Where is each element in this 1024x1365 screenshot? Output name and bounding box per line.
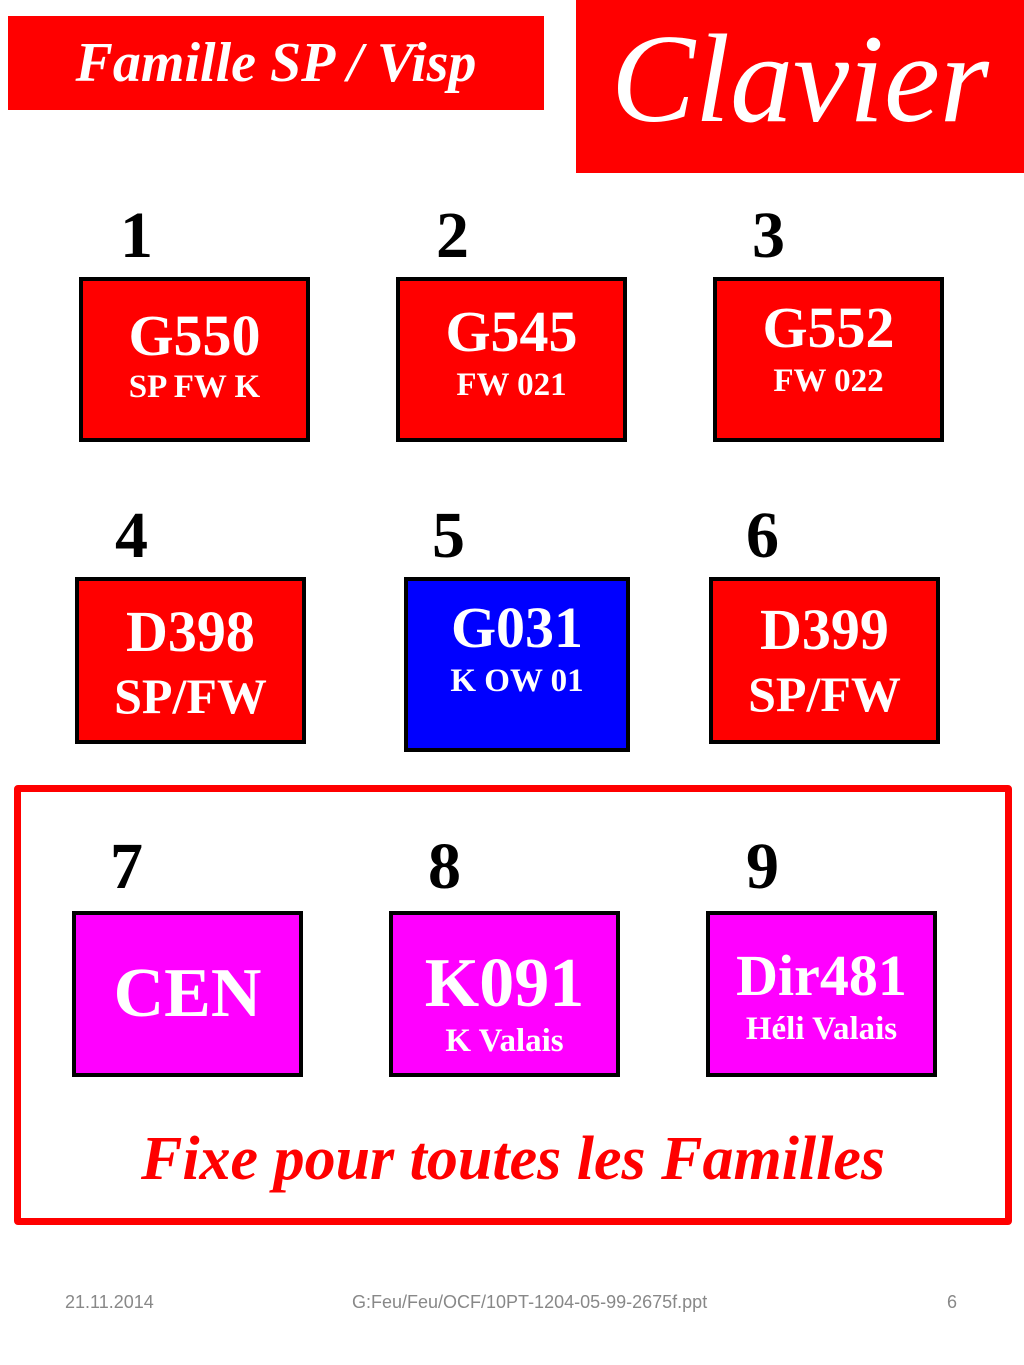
key-code: G031: [450, 595, 584, 660]
key-3-g552[interactable]: G552 FW 022: [713, 277, 944, 442]
key-code: D398: [126, 599, 255, 664]
key-number-9: 9: [746, 830, 779, 903]
footer-date: 21.11.2014: [65, 1292, 154, 1312]
key-1-g550[interactable]: G550 SP FW K: [79, 277, 310, 442]
key-sub: FW 021: [456, 367, 567, 403]
key-sub: SP/FW: [748, 666, 901, 722]
family-title-banner: Famille SP / Visp: [8, 16, 544, 110]
key-number-8: 8: [428, 830, 461, 903]
key-number-1: 1: [120, 199, 153, 272]
key-code: G550: [128, 303, 261, 368]
key-sub: K OW 01: [450, 663, 584, 699]
key-code: G545: [445, 299, 578, 364]
key-7-cen[interactable]: CEN: [72, 911, 303, 1077]
key-8-k091[interactable]: K091 K Valais: [389, 911, 620, 1077]
family-title: Famille SP / Visp: [75, 32, 477, 94]
key-number-7: 7: [110, 830, 143, 903]
key-code: G552: [762, 295, 895, 360]
key-9-dir481[interactable]: Dir481 Héli Valais: [706, 911, 937, 1077]
footer-page-number: 6: [947, 1292, 958, 1312]
key-code: D399: [760, 597, 889, 662]
keyboard-title-banner: Clavier: [576, 0, 1024, 173]
key-6-d399[interactable]: D399 SP/FW: [709, 577, 940, 744]
fixed-keys-frame: [14, 785, 1012, 1225]
key-code: CEN: [113, 955, 262, 1032]
fixed-caption: Fixe pour toutes les Familles: [140, 1125, 886, 1193]
key-sub: K Valais: [445, 1023, 564, 1059]
footer-path: G:Feu/Feu/OCF/10PT-1204-05-99-2675f.ppt: [352, 1292, 708, 1312]
key-number-4: 4: [115, 499, 148, 572]
key-sub: Héli Valais: [745, 1011, 898, 1047]
key-sub: SP/FW: [114, 668, 267, 724]
keyboard-title: Clavier: [611, 9, 989, 149]
key-number-2: 2: [436, 199, 469, 272]
key-sub: SP FW K: [128, 369, 261, 405]
key-number-3: 3: [752, 199, 785, 272]
key-number-5: 5: [432, 499, 465, 572]
key-2-g545[interactable]: G545 FW 021: [396, 277, 627, 442]
key-code: Dir481: [736, 943, 907, 1008]
key-4-d398[interactable]: D398 SP/FW: [75, 577, 306, 744]
key-code: K091: [424, 945, 585, 1022]
key-number-6: 6: [746, 499, 779, 572]
key-sub: FW 022: [773, 363, 884, 399]
key-5-g031[interactable]: G031 K OW 01: [404, 577, 630, 752]
